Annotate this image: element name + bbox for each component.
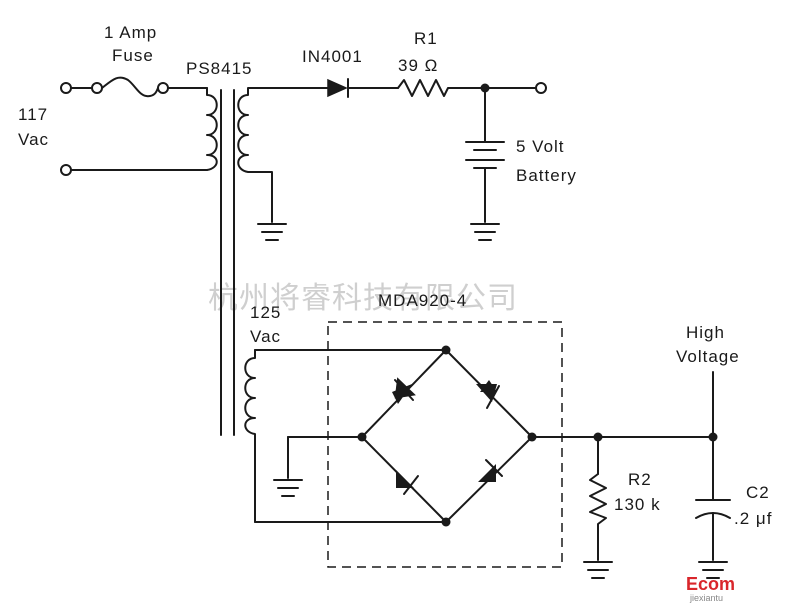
bridge-diode-bottom-right	[478, 459, 503, 482]
primary-circuit	[60, 76, 218, 176]
r2-value-label: 130 k	[614, 495, 661, 514]
resistor-r2	[589, 473, 607, 561]
ground-icon-1	[257, 223, 287, 241]
output-voltage-label: Voltage	[676, 347, 740, 366]
battery-label: Battery	[516, 166, 577, 185]
r2-name-label: R2	[628, 470, 652, 489]
watermark-text: 杭州将睿科技有限公司	[208, 281, 518, 316]
ground-icon-3	[273, 479, 303, 497]
input-vac-label: Vac	[18, 130, 49, 149]
battery-symbol	[465, 87, 505, 223]
transformer-core	[220, 89, 235, 436]
secondary-winding-1	[237, 87, 273, 223]
diode-in4001	[327, 78, 349, 98]
fuse-terminal-right	[157, 82, 169, 94]
resistor-r1	[397, 79, 486, 97]
r1-name-label: R1	[414, 29, 438, 48]
output-high-label: High	[686, 323, 725, 342]
bridge-label: MDA920-4	[378, 291, 467, 310]
r1-value-label: 39 Ω	[398, 56, 438, 75]
battery-voltage-label: 5 Volt	[516, 137, 565, 156]
output-section	[531, 371, 731, 579]
bridge-package-outline	[327, 321, 563, 568]
fuse-rating-label: 1 Amp	[104, 23, 157, 42]
low-voltage-secondary	[237, 78, 547, 241]
logo-text: Ecom	[686, 574, 735, 594]
ground-icon-2	[470, 223, 500, 241]
primary-winding	[206, 87, 218, 171]
fuse-terminal-left	[91, 82, 103, 94]
bridge-diode-bottom-left	[396, 470, 419, 495]
input-terminal-top	[60, 82, 72, 94]
ground-icon-4	[583, 561, 613, 579]
input-terminal-bottom	[60, 164, 72, 176]
high-voltage-secondary	[244, 349, 447, 523]
logo-subtext: jiexiantu	[689, 593, 723, 603]
secondary-voltage-label: 125	[250, 303, 281, 322]
fuse-label: Fuse	[112, 46, 154, 65]
output-terminal-5v	[535, 82, 547, 94]
bridge-diode-top-right	[476, 380, 500, 409]
input-voltage-label: 117	[18, 105, 48, 124]
secondary-vac-label: Vac	[250, 327, 281, 346]
transformer-label: PS8415	[186, 59, 253, 78]
site-logo: Ecom jiexiantu	[686, 574, 735, 603]
fuse-symbol	[101, 76, 159, 98]
c2-name-label: C2	[746, 483, 770, 502]
bridge-rectifier	[357, 345, 537, 527]
diode-label: IN4001	[302, 47, 363, 66]
c2-value-label: .2 μf	[734, 509, 772, 528]
secondary-winding-2	[244, 349, 256, 523]
ground-icon-5	[698, 561, 728, 579]
